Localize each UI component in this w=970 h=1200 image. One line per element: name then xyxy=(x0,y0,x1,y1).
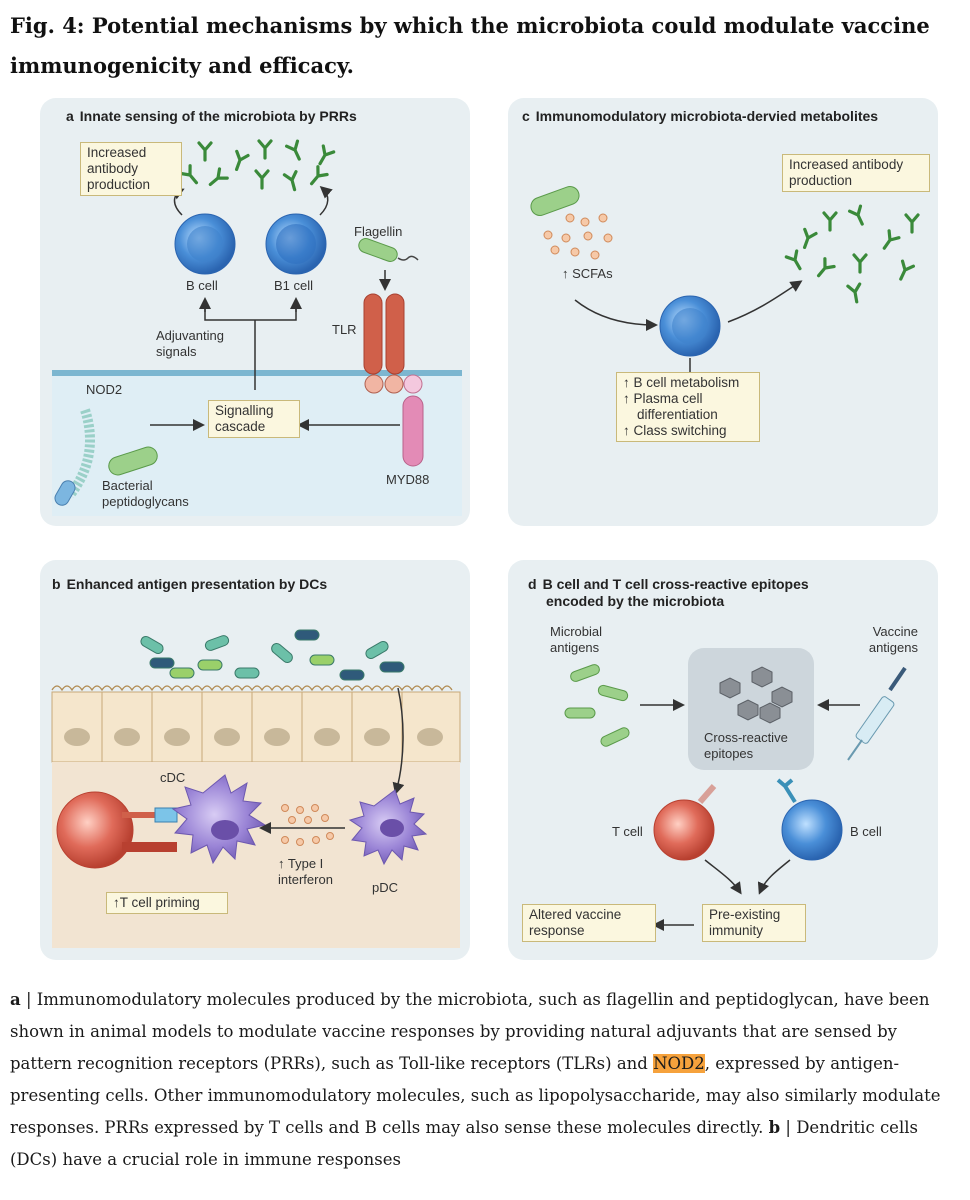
altered-response-box: Altered vaccine response xyxy=(522,904,656,942)
increased-antibody-box-a: Increased antibody production xyxy=(80,142,182,196)
t-cell-label-d: T cell xyxy=(612,824,643,839)
caption-b-letter: b xyxy=(768,1118,781,1137)
caption-a-letter: a xyxy=(10,990,21,1009)
nod2-receptor xyxy=(54,408,95,506)
microbiota-b xyxy=(140,629,405,681)
caption-a-text-2: , expressed by antigen-presenting cells.… xyxy=(10,1054,941,1137)
type1-interferon-label: ↑ Type I interferon xyxy=(278,856,333,887)
bacterium-a xyxy=(108,446,158,476)
b1-cell-label: B1 cell xyxy=(274,278,314,293)
microbes-d xyxy=(564,664,630,747)
caption-b-text: | Dendritic cells (DCs) have a crucial r… xyxy=(10,1118,918,1169)
preexisting-immunity-box: Pre-existing immunity xyxy=(702,904,806,942)
bacterial-label: Bacterial peptidoglycans xyxy=(102,478,189,509)
b-cell-effects-box: ↑ B cell metabolism ↑ Plasma cell differ… xyxy=(616,372,760,442)
tcell-priming-box: ↑T cell priming xyxy=(106,892,228,914)
increased-antibody-box-c: Increased antibody production xyxy=(782,154,930,192)
epithelium-b xyxy=(51,691,461,763)
cdc-label: cDC xyxy=(160,770,186,785)
caption-a-text-1: | Immunomodulatory molecules produced by… xyxy=(10,990,930,1073)
figure-title: Fig. 4: Potential mechanisms by which th… xyxy=(10,13,930,78)
effect-line: ↑ B cell metabolism xyxy=(623,375,740,390)
scfas-label: ↑ SCFAs xyxy=(562,266,613,281)
membrane-a xyxy=(52,370,462,516)
signalling-box: Signalling cascade xyxy=(208,400,300,438)
cdc-cell xyxy=(171,774,267,865)
diagram-graphics xyxy=(51,139,920,948)
pdc-label: pDC xyxy=(372,880,399,895)
effect-line: ↑ Class switching xyxy=(623,423,727,438)
myd88-label: MYD88 xyxy=(386,472,430,487)
b-cell-label-d: B cell xyxy=(850,824,882,839)
microbial-antigens-label: Microbial antigens xyxy=(550,624,603,655)
b-cell-label-a: B cell xyxy=(186,278,218,293)
nod2-highlight: NOD2 xyxy=(653,1054,705,1073)
cross-reactive-label: Cross-reactive epitopes xyxy=(704,730,788,761)
antibodies-a xyxy=(179,139,336,193)
vaccine-antigens-label: Vaccine antigens xyxy=(868,624,918,655)
syringe-icon xyxy=(847,666,907,761)
pdc-cell xyxy=(348,789,428,866)
nod2-label: NOD2 xyxy=(86,382,123,397)
effect-line: ↑ Plasma cell xyxy=(623,391,703,406)
tlr-label: TLR xyxy=(332,322,357,337)
flagellin-label: Flagellin xyxy=(354,224,403,239)
effect-line: differentiation xyxy=(637,407,718,422)
antibodies-c xyxy=(784,204,920,305)
figure-caption: a | Immunomodulatory molecules produced … xyxy=(10,984,960,1176)
adjuvanting-label: Adjuvanting signals xyxy=(156,328,224,359)
